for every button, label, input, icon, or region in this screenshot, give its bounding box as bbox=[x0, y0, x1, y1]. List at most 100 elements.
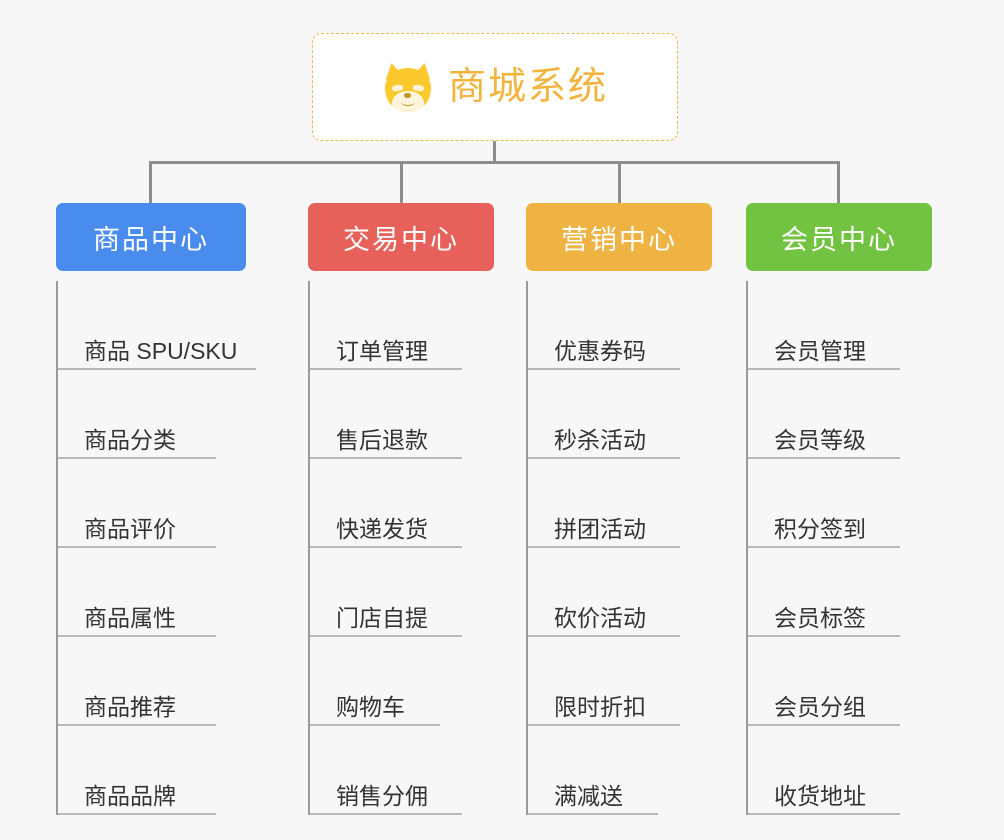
branch-header-product-center[interactable]: 商品中心 bbox=[56, 203, 246, 271]
connector-drop-trade bbox=[400, 161, 403, 205]
leaf-underline bbox=[58, 813, 216, 815]
leaf-underline bbox=[528, 813, 658, 815]
list-item[interactable]: 商品分类 bbox=[58, 370, 246, 459]
list-item[interactable]: 快递发货 bbox=[310, 459, 494, 548]
connector-root-stem bbox=[493, 141, 496, 163]
leaf-label: 门店自提 bbox=[336, 605, 428, 631]
leaf-label: 商品分类 bbox=[84, 427, 176, 453]
branch-items-member-center: 会员管理 会员等级 积分签到 会员标签 会员分组 收货地址 bbox=[746, 281, 932, 815]
list-item[interactable]: 会员标签 bbox=[748, 548, 932, 637]
leaf-underline bbox=[310, 813, 462, 815]
leaf-underline bbox=[748, 457, 900, 459]
leaf-label: 拼团活动 bbox=[554, 516, 646, 542]
leaf-underline bbox=[58, 635, 216, 637]
leaf-label: 商品 SPU/SKU bbox=[84, 338, 238, 364]
leaf-label: 订单管理 bbox=[336, 338, 428, 364]
list-item[interactable]: 会员管理 bbox=[748, 281, 932, 370]
list-item[interactable]: 售后退款 bbox=[310, 370, 494, 459]
leaf-underline bbox=[528, 635, 680, 637]
leaf-label: 秒杀活动 bbox=[554, 427, 646, 453]
shiba-inu-dog-icon bbox=[382, 61, 434, 112]
leaf-underline bbox=[748, 724, 900, 726]
leaf-underline bbox=[58, 546, 216, 548]
leaf-label: 购物车 bbox=[336, 694, 405, 720]
leaf-underline bbox=[528, 457, 680, 459]
leaf-underline bbox=[310, 546, 462, 548]
list-item[interactable]: 商品品牌 bbox=[58, 726, 246, 815]
list-item[interactable]: 拼团活动 bbox=[528, 459, 712, 548]
branch-label: 商品中心 bbox=[93, 224, 209, 255]
leaf-label: 商品属性 bbox=[84, 605, 176, 631]
branch-items-product-center: 商品 SPU/SKU 商品分类 商品评价 商品属性 商品推荐 商品品牌 bbox=[56, 281, 256, 815]
leaf-underline bbox=[528, 724, 680, 726]
root-node[interactable]: 商城系统 bbox=[312, 33, 678, 141]
leaf-label: 商品推荐 bbox=[84, 694, 176, 720]
leaf-label: 会员标签 bbox=[774, 605, 866, 631]
leaf-label: 商品评价 bbox=[84, 516, 176, 542]
leaf-underline bbox=[748, 546, 900, 548]
list-item[interactable]: 商品属性 bbox=[58, 548, 246, 637]
branch-label: 交易中心 bbox=[343, 224, 459, 255]
list-item[interactable]: 满减送 bbox=[528, 726, 712, 815]
leaf-underline bbox=[748, 368, 900, 370]
leaf-label: 积分签到 bbox=[774, 516, 866, 542]
leaf-label: 限时折扣 bbox=[554, 694, 646, 720]
leaf-underline bbox=[528, 368, 680, 370]
branch-trade-center: 交易中心 订单管理 售后退款 快递发货 门店自提 购物车 bbox=[308, 203, 494, 815]
branch-header-marketing-center[interactable]: 营销中心 bbox=[526, 203, 712, 271]
branch-header-trade-center[interactable]: 交易中心 bbox=[308, 203, 494, 271]
branch-marketing-center: 营销中心 优惠券码 秒杀活动 拼团活动 砍价活动 限时折扣 bbox=[526, 203, 712, 815]
leaf-label: 会员等级 bbox=[774, 427, 866, 453]
branch-items-marketing-center: 优惠券码 秒杀活动 拼团活动 砍价活动 限时折扣 满减送 bbox=[526, 281, 712, 815]
leaf-label: 砍价活动 bbox=[554, 605, 646, 631]
list-item[interactable]: 积分签到 bbox=[748, 459, 932, 548]
leaf-underline bbox=[310, 368, 462, 370]
leaf-label: 会员管理 bbox=[774, 338, 866, 364]
leaf-underline bbox=[528, 546, 680, 548]
connector-drop-member bbox=[837, 161, 840, 205]
leaf-underline bbox=[748, 813, 900, 815]
list-item[interactable]: 收货地址 bbox=[748, 726, 932, 815]
branch-trunk bbox=[746, 281, 748, 815]
connector-drop-marketing bbox=[618, 161, 621, 205]
branch-trunk bbox=[308, 281, 310, 815]
connector-horizontal-bus bbox=[150, 161, 840, 164]
leaf-underline bbox=[310, 635, 462, 637]
leaf-label: 收货地址 bbox=[774, 783, 866, 809]
branch-member-center: 会员中心 会员管理 会员等级 积分签到 会员标签 会员分组 bbox=[746, 203, 932, 815]
list-item[interactable]: 秒杀活动 bbox=[528, 370, 712, 459]
list-item[interactable]: 订单管理 bbox=[310, 281, 494, 370]
list-item[interactable]: 会员分组 bbox=[748, 637, 932, 726]
list-item[interactable]: 商品 SPU/SKU bbox=[58, 281, 256, 370]
list-item[interactable]: 优惠券码 bbox=[528, 281, 712, 370]
branch-label: 会员中心 bbox=[781, 224, 897, 255]
root-title: 商城系统 bbox=[447, 66, 608, 108]
branch-items-trade-center: 订单管理 售后退款 快递发货 门店自提 购物车 销售分佣 bbox=[308, 281, 494, 815]
list-item[interactable]: 购物车 bbox=[310, 637, 494, 726]
branch-trunk bbox=[56, 281, 58, 815]
leaf-label: 售后退款 bbox=[336, 427, 428, 453]
list-item[interactable]: 会员等级 bbox=[748, 370, 932, 459]
leaf-underline bbox=[58, 368, 256, 370]
leaf-label: 快递发货 bbox=[336, 516, 428, 542]
leaf-underline bbox=[310, 457, 462, 459]
leaf-underline bbox=[748, 635, 900, 637]
leaf-underline bbox=[58, 457, 216, 459]
list-item[interactable]: 门店自提 bbox=[310, 548, 494, 637]
list-item[interactable]: 商品评价 bbox=[58, 459, 246, 548]
leaf-label: 满减送 bbox=[554, 783, 623, 809]
list-item[interactable]: 商品推荐 bbox=[58, 637, 246, 726]
branch-label: 营销中心 bbox=[561, 224, 677, 255]
leaf-label: 销售分佣 bbox=[336, 783, 428, 809]
list-item[interactable]: 销售分佣 bbox=[310, 726, 494, 815]
list-item[interactable]: 限时折扣 bbox=[528, 637, 712, 726]
leaf-underline bbox=[310, 724, 440, 726]
leaf-underline bbox=[58, 724, 216, 726]
branch-product-center: 商品中心 商品 SPU/SKU 商品分类 商品评价 商品属性 商品推荐 bbox=[56, 203, 256, 815]
list-item[interactable]: 砍价活动 bbox=[528, 548, 712, 637]
branch-header-member-center[interactable]: 会员中心 bbox=[746, 203, 932, 271]
branch-trunk bbox=[526, 281, 528, 815]
leaf-label: 优惠券码 bbox=[554, 338, 646, 364]
connector-drop-product bbox=[149, 161, 152, 205]
